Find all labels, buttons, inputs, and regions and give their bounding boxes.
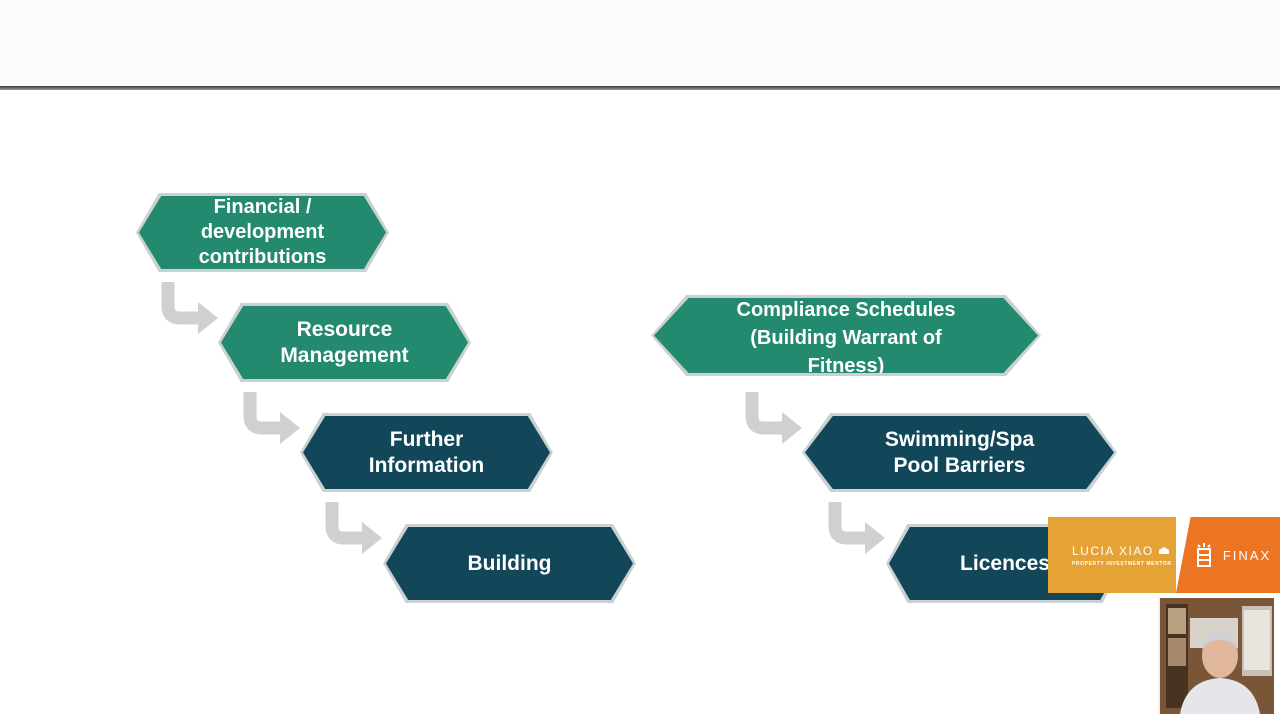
node-financial-contributions-label: Financial / development contributions (139, 196, 386, 269)
node-further-information: Further Information (300, 413, 553, 492)
webcam-feed (1158, 598, 1274, 714)
header-divider (0, 86, 1280, 90)
brand-name: LUCIA XIAO (1072, 543, 1154, 558)
node-swimming-pool-barriers-label: Swimming/Spa Pool Barriers (805, 416, 1114, 489)
connector-arrow-5 (828, 502, 885, 554)
node-resource-management: Resource Management (218, 303, 471, 382)
brand-finax: FINAX (1176, 517, 1280, 593)
brand-lucia-xiao: LUCIA XIAO PROPERTY INVESTMENT MENTOR (1048, 517, 1176, 593)
node-building: Building (383, 524, 636, 603)
node-resource-management-label: Resource Management (221, 306, 468, 379)
node-financial-contributions: Financial / development contributions (136, 193, 389, 272)
connector-arrow-3 (325, 502, 382, 554)
partner-name: FINAX (1222, 547, 1272, 563)
connector-arrow-4 (745, 392, 802, 444)
slide-header-band (0, 0, 1280, 86)
connector-arrow-2 (243, 392, 300, 444)
house-icon (1158, 547, 1169, 554)
brand-tagline: PROPERTY INVESTMENT MENTOR (1072, 560, 1172, 567)
presenter-video-image (1160, 598, 1274, 714)
brand-overlay: LUCIA XIAO PROPERTY INVESTMENT MENTOR FI… (1048, 517, 1280, 593)
finax-logo-icon (1196, 543, 1211, 567)
node-compliance-schedules: Compliance Schedules (Building Warrant o… (651, 295, 1041, 376)
node-compliance-schedules-label: Compliance Schedules (Building Warrant o… (654, 298, 1038, 373)
node-swimming-pool-barriers: Swimming/Spa Pool Barriers (802, 413, 1117, 492)
connector-arrow-1 (161, 282, 218, 334)
node-further-information-label: Further Information (303, 416, 550, 489)
node-building-label: Building (386, 527, 633, 600)
